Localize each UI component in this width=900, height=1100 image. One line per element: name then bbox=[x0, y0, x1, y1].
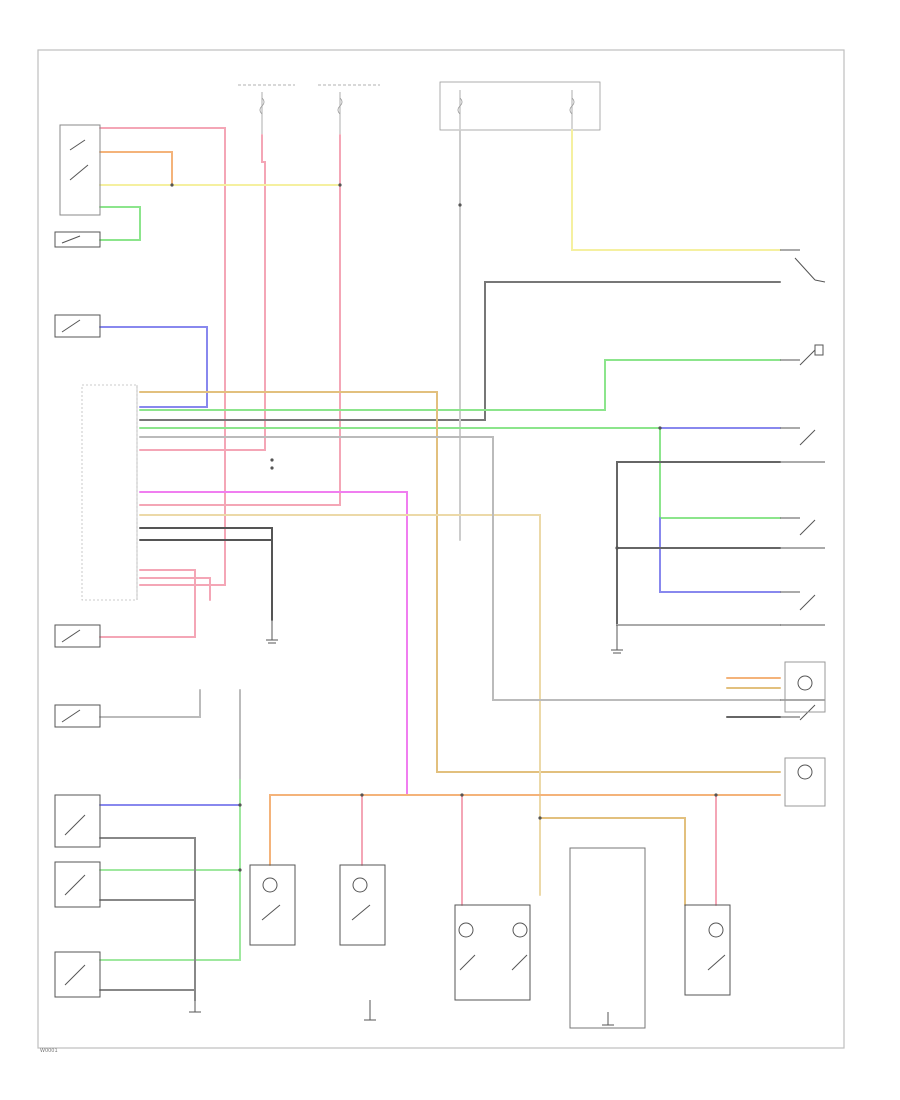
wire-dark-ground bbox=[139, 527, 273, 621]
switch-left-2 bbox=[54, 231, 101, 248]
lamps-right bbox=[784, 661, 826, 807]
module-bottom bbox=[569, 847, 646, 1029]
fuse-block-left bbox=[238, 84, 380, 135]
wire-green-right bbox=[139, 359, 781, 411]
wire-green-top bbox=[99, 206, 141, 241]
switches-right bbox=[780, 249, 826, 721]
diagram-frame bbox=[37, 49, 845, 1049]
switch-bottom-left-2 bbox=[54, 861, 101, 908]
lamp-right-1 bbox=[784, 661, 826, 713]
ground-5 bbox=[602, 1012, 614, 1026]
wire-yellow-right bbox=[571, 129, 781, 251]
switch-right-6 bbox=[780, 699, 825, 721]
ground-4 bbox=[364, 1000, 376, 1021]
wire-red-bottom-left2 bbox=[139, 577, 211, 601]
switch-left-4 bbox=[54, 624, 101, 648]
fuse-block-right bbox=[439, 81, 601, 131]
lamp-bottom-3 bbox=[454, 904, 531, 1001]
wire-dark-right bbox=[616, 461, 781, 626]
wire-green-bottom bbox=[99, 779, 241, 961]
wire-red-top bbox=[99, 127, 226, 586]
wire-red-fuse bbox=[139, 134, 266, 451]
wire-blue-left bbox=[99, 326, 208, 408]
lamp-bottom-4 bbox=[684, 904, 731, 996]
switch-top-left bbox=[59, 124, 101, 216]
lamp-right-2 bbox=[784, 757, 826, 807]
wire-blue-right2 bbox=[659, 517, 781, 593]
switch-right-2 bbox=[780, 344, 824, 366]
wire-gray-bottom bbox=[99, 837, 196, 1001]
wire-orange-bus bbox=[269, 794, 781, 866]
switch-right-3 bbox=[780, 427, 825, 463]
wire-gray-right bbox=[139, 281, 781, 421]
wire-red-bottom-left bbox=[99, 569, 196, 638]
ground-3 bbox=[189, 1000, 201, 1013]
wire-tan bbox=[139, 391, 781, 773]
lamps-bottom bbox=[249, 847, 731, 1029]
junctions bbox=[170, 183, 718, 872]
footer-code: W0001 bbox=[40, 1048, 58, 1054]
wire-gray-lamp bbox=[139, 436, 781, 701]
wire-red-fuse2 bbox=[139, 134, 341, 506]
control-module-connector bbox=[81, 384, 138, 601]
wire-magenta bbox=[139, 491, 408, 796]
switches-left bbox=[54, 124, 101, 998]
ground-1 bbox=[266, 620, 278, 644]
wire-wheat bbox=[139, 514, 541, 896]
wire-orange-top bbox=[99, 151, 173, 186]
lamp-bottom-1 bbox=[249, 864, 296, 946]
switch-bottom-left-3 bbox=[54, 951, 101, 998]
switch-bottom-left-1 bbox=[54, 794, 101, 848]
wire-tan-bottom bbox=[539, 817, 686, 906]
wire-gray-left bbox=[99, 689, 201, 718]
switch-right-1 bbox=[780, 249, 826, 283]
switch-left-5 bbox=[54, 704, 101, 728]
ground-2 bbox=[611, 625, 623, 654]
wires bbox=[99, 127, 781, 1001]
switch-right-4 bbox=[780, 517, 825, 549]
grounds bbox=[189, 620, 623, 1026]
lamp-bottom-2 bbox=[339, 864, 386, 946]
switch-left-3 bbox=[54, 314, 101, 338]
switch-right-5 bbox=[780, 591, 825, 626]
